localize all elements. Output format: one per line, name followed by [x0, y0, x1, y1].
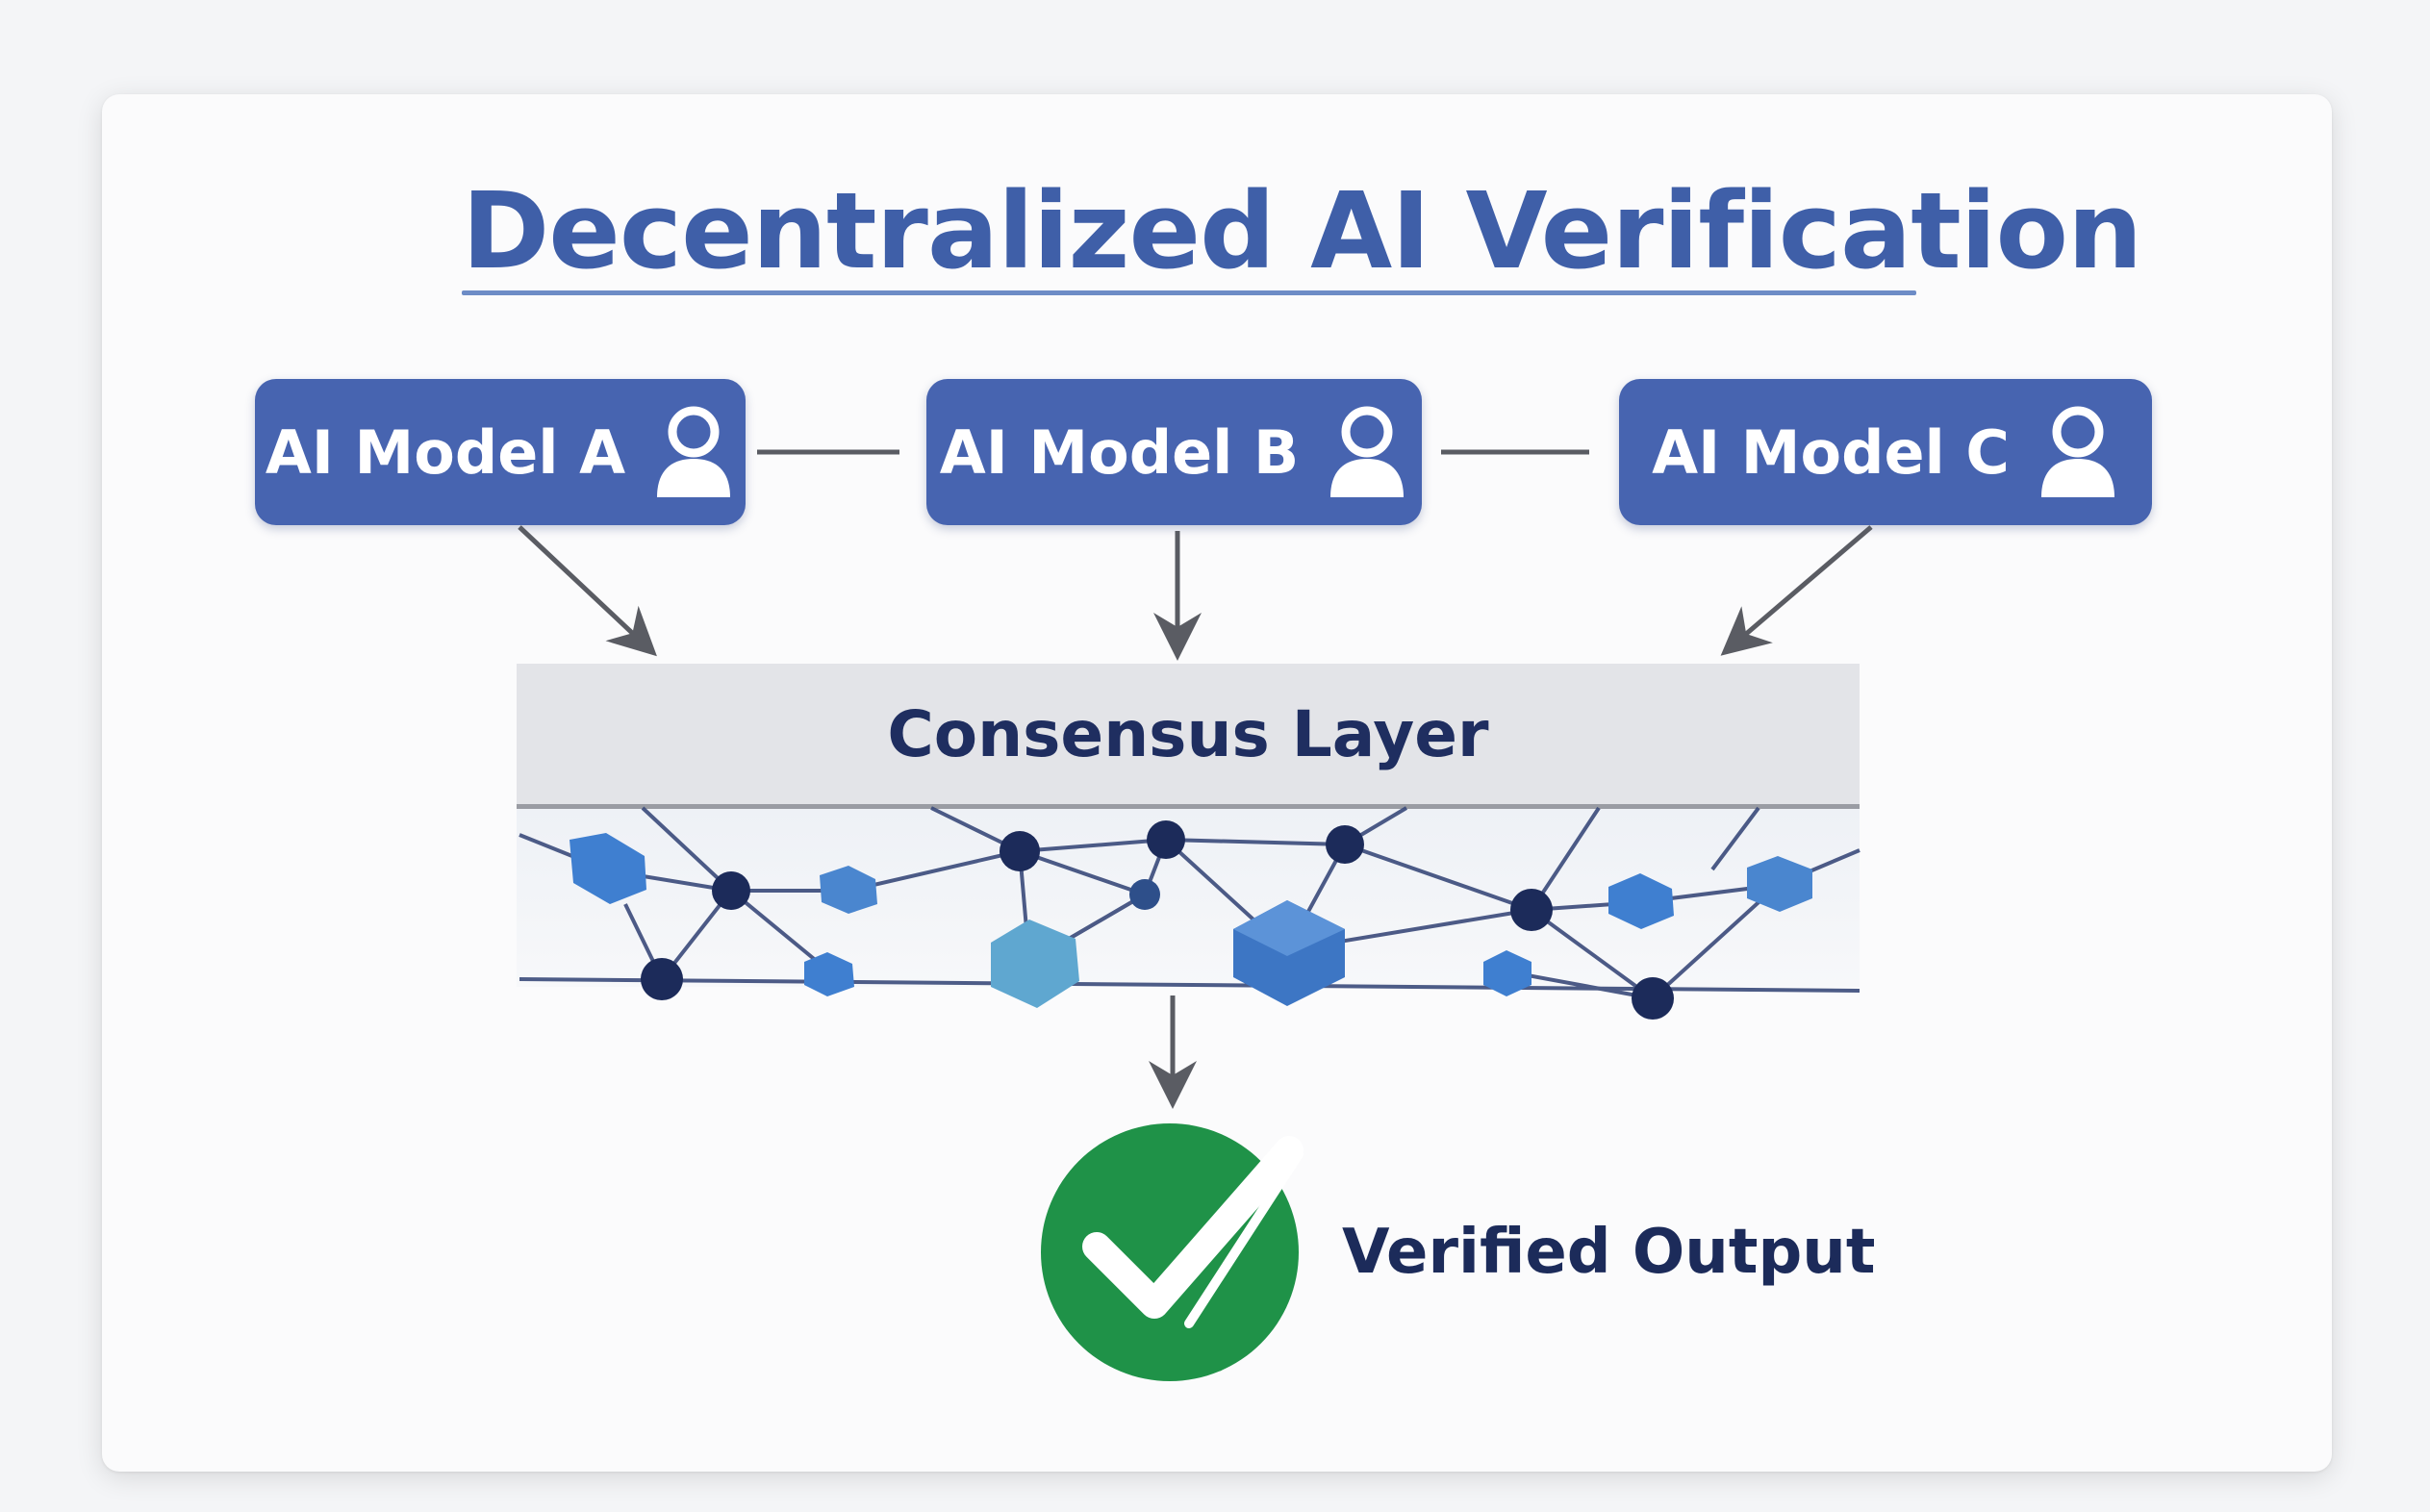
- model-c-box: AI Model C: [1619, 379, 2152, 525]
- arrow-c: [1720, 525, 1873, 656]
- model-c-label: AI Model C: [1652, 416, 2010, 488]
- model-a-box: AI Model A: [255, 379, 746, 525]
- verified-output-label: Verified Output: [1342, 1217, 1876, 1288]
- model-b-box: AI Model B: [926, 379, 1422, 525]
- model-a-label: AI Model A: [265, 416, 626, 488]
- check-circle-icon: [1041, 1123, 1304, 1381]
- user-icon: [657, 406, 731, 497]
- model-b-label: AI Model B: [939, 416, 1300, 488]
- consensus-layer-label: Consensus Layer: [887, 696, 1489, 771]
- user-icon: [1330, 406, 1405, 497]
- title-underline: [462, 290, 1916, 295]
- arrow-a: [518, 525, 657, 657]
- network-nodes-cubes: [570, 833, 1812, 1008]
- page-title: Decentralized AI Verification: [462, 169, 2142, 292]
- model-arrows: [518, 525, 1873, 1109]
- user-icon: [2040, 406, 2114, 497]
- network-nodes-dark: [641, 820, 1674, 1020]
- consensus-layer-bar: Consensus Layer: [517, 664, 1860, 809]
